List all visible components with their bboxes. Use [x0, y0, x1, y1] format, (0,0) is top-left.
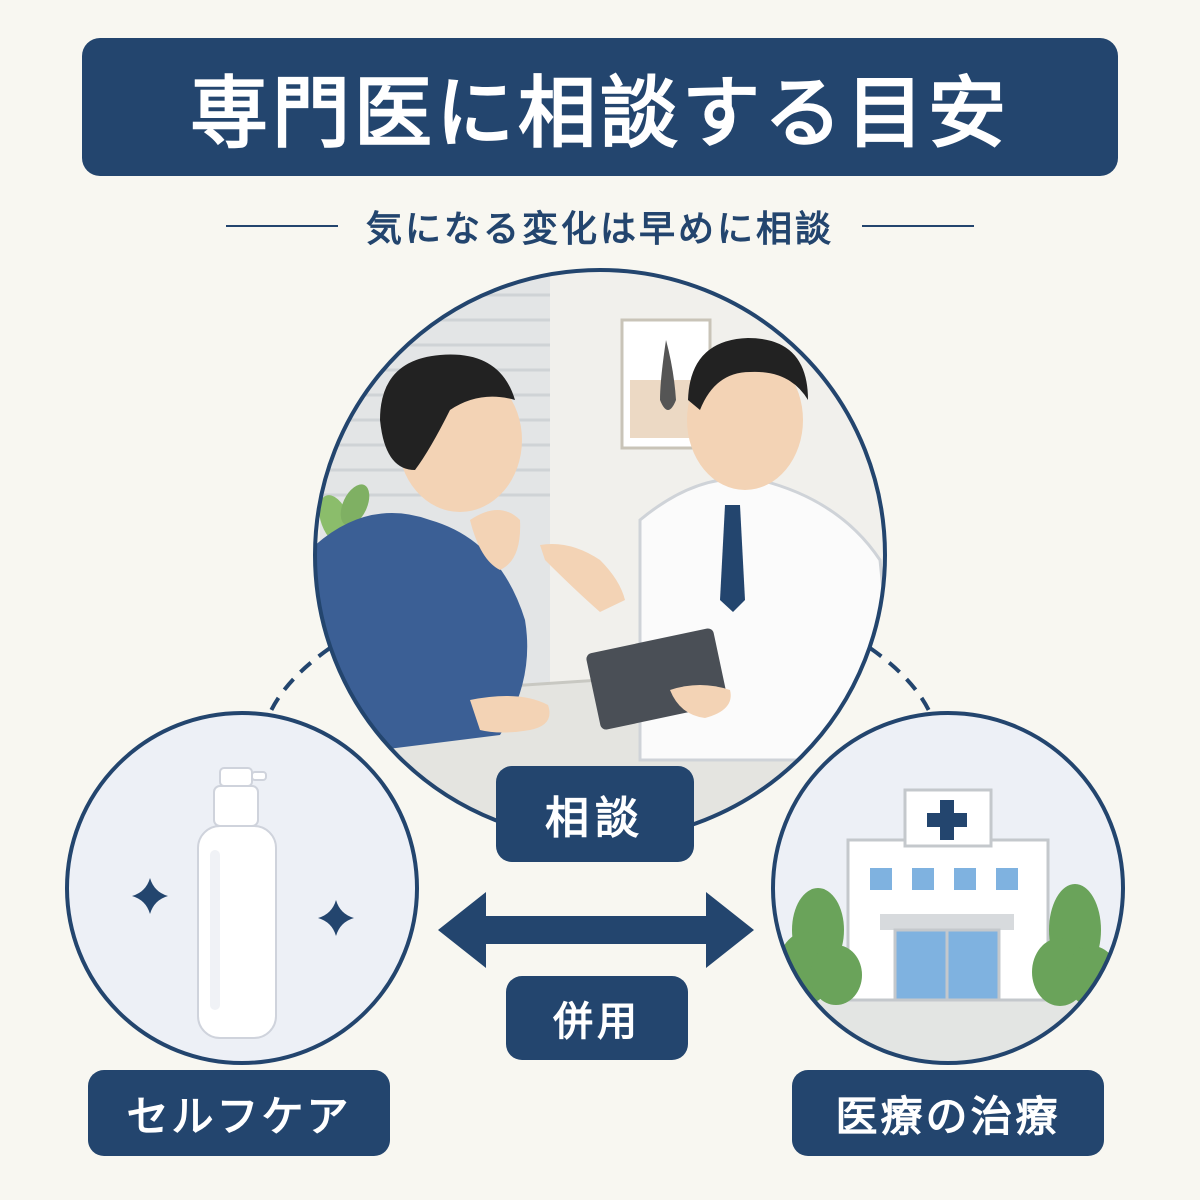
doctor-figure [540, 338, 885, 762]
subtitle-row: 気になる変化は早めに相談 [0, 196, 1200, 256]
subtitle-line-right [862, 225, 974, 227]
consultation-scene [313, 268, 887, 842]
double-arrow-icon [438, 892, 754, 968]
combined-use-label: 併用 [506, 976, 688, 1060]
sparkle-icon-right [318, 900, 354, 936]
medical-circle [771, 711, 1125, 1065]
sparkle-icon-left [132, 878, 168, 914]
tree-icon-right [1032, 884, 1118, 1006]
medical-treatment-label: 医療の治療 [792, 1070, 1104, 1156]
subtitle: 気になる変化は早めに相談 [365, 209, 834, 250]
consult-label: 相談 [496, 766, 694, 862]
hospital-icon [846, 788, 1050, 1002]
medical-cross-icon [927, 800, 967, 840]
page-title: 専門医に相談する目安 [189, 69, 1010, 159]
title-banner: 専門医に相談する目安 [82, 38, 1118, 176]
spray-bottle-icon [197, 767, 277, 1039]
selfcare-circle [65, 711, 419, 1065]
selfcare-label: セルフケア [88, 1070, 390, 1156]
subtitle-line-left [225, 225, 338, 227]
patient-figure [315, 354, 550, 760]
